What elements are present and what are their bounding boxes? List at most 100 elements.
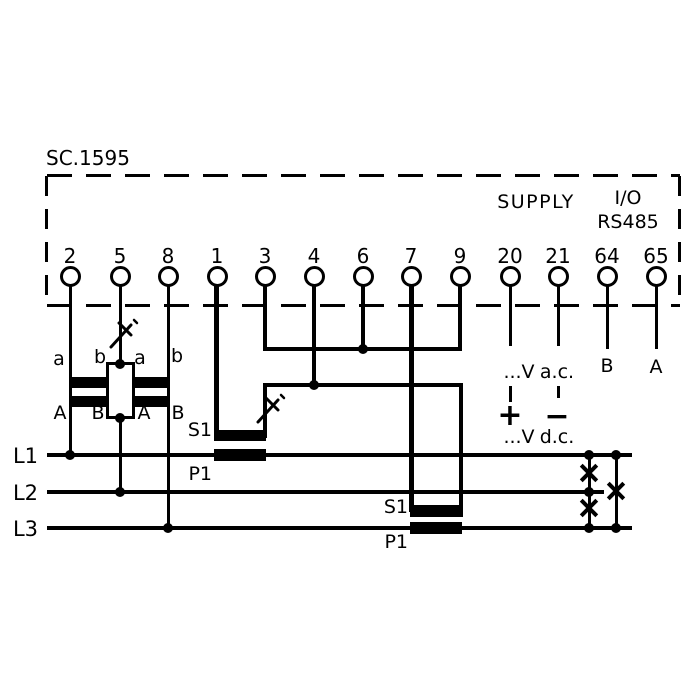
phase-l2-label: L2: [12, 481, 38, 505]
vt2-primary-a-label: A: [137, 402, 151, 424]
terminal-65-circle: [645, 266, 667, 287]
wire-terminal-1-to-ct1-s1: [214, 285, 219, 440]
ct2-p1-label: P1: [384, 531, 408, 553]
vt1-secondary-a-label: a: [53, 348, 65, 370]
vt1-primary-b-label: B: [91, 402, 105, 424]
junction-dot: [115, 359, 125, 369]
terminal-7-circle: [400, 266, 422, 287]
vt1-secondary-winding: [70, 377, 108, 388]
vt2-secondary-b-label: b: [170, 345, 184, 367]
wire-terminal-6: [361, 285, 365, 350]
terminal-64-circle: [596, 266, 618, 287]
terminal-2-circle: [59, 266, 81, 287]
wire-ct2-s2-riser: [459, 384, 463, 510]
terminal-2-number: 2: [63, 244, 77, 268]
junction-dot: [584, 487, 594, 497]
wire-terminal-7-to-ct2-s1: [408, 285, 414, 512]
terminal-65: 65: [643, 244, 669, 287]
supply-tick-20: [508, 386, 512, 402]
junction-dot: [65, 450, 75, 460]
ct1-secondary-winding: [214, 430, 266, 441]
terminal-21: 21: [545, 246, 571, 287]
terminal-64: 64: [594, 244, 620, 287]
ct2-s1-label: S1: [383, 496, 408, 518]
junction-dot: [115, 487, 125, 497]
terminal-8-number: 8: [161, 244, 175, 268]
terminal-1-circle: [206, 266, 228, 287]
vt1-primary-a-label: A: [53, 402, 67, 424]
terminal-9-circle: [449, 266, 471, 287]
terminal-5: 5: [108, 246, 132, 287]
vt2-secondary-a-label: a: [134, 347, 146, 369]
terminal-65-number: 65: [643, 244, 669, 268]
enclosure-right-edge: [678, 176, 681, 306]
terminal-6: 6: [351, 246, 375, 287]
wire-terminal-9: [458, 285, 462, 351]
wire-terminal-4: [312, 285, 316, 387]
terminal-5-circle: [109, 266, 131, 287]
vt1-primary-winding: [70, 396, 108, 407]
disconnect-link-icon: [109, 318, 139, 349]
junction-dot: [611, 523, 621, 533]
wire-terminal-8-to-l3: [166, 285, 170, 530]
junction-dot: [358, 344, 368, 354]
ct1-s1-label: S1: [187, 419, 212, 441]
ct1-p1-label: P1: [188, 463, 212, 485]
terminal-7-number: 7: [404, 244, 418, 268]
wire-terminal-21: [556, 285, 560, 346]
wire-terminal-64: [605, 285, 609, 349]
terminal-3-number: 3: [258, 244, 272, 268]
supply-ac-voltage-label: ...V: [503, 361, 535, 383]
phase-l1-label: L1: [12, 444, 38, 468]
vt2-primary-b-label: B: [171, 402, 185, 424]
vt1-secondary-b-label: b: [93, 346, 107, 368]
supply-dc-suffix-label: d.c.: [539, 426, 575, 448]
bus-ct-commons-terminal-4: [263, 383, 463, 387]
terminal-4: 4: [302, 246, 326, 287]
junction-dot: [611, 450, 621, 460]
junction-dot: [309, 380, 319, 390]
terminal-4-circle: [303, 266, 325, 287]
terminal-1: 1: [205, 246, 229, 287]
terminal-20: 20: [497, 246, 523, 287]
io-section-label: I/O: [614, 187, 642, 209]
rs485-section-label: RS485: [597, 211, 659, 233]
phase-line-l3: [47, 526, 632, 530]
supply-plus-label: +: [497, 398, 523, 433]
supply-ac-suffix-label: a.c.: [539, 361, 575, 383]
wire-terminal-2-to-l1: [68, 285, 72, 456]
ct2-secondary-winding: [410, 505, 463, 517]
supply-dc-voltage-label: ...V: [503, 426, 535, 448]
terminal-3: 3: [253, 246, 277, 287]
terminal-9: 9: [448, 246, 472, 287]
supply-minus-label: −: [544, 399, 570, 434]
wire-ct1-s2-riser: [263, 384, 267, 438]
junction-dot: [163, 523, 173, 533]
terminal-5-number: 5: [113, 244, 127, 268]
terminal-2: 2: [58, 246, 82, 287]
rs485-a-label: A: [649, 356, 663, 378]
shorting-link-x-icon: [579, 498, 599, 518]
terminal-8: 8: [156, 246, 180, 287]
supply-section-label: SUPPLY: [497, 191, 575, 213]
wire-terminal-20: [508, 285, 512, 346]
terminal-21-circle: [547, 266, 569, 287]
wire-terminal-65: [654, 285, 658, 349]
vt2-secondary-winding: [132, 377, 170, 388]
vt2-primary-winding: [132, 396, 170, 407]
model-label: SC.1595: [46, 146, 130, 170]
junction-dot: [584, 450, 594, 460]
terminal-7: 7: [399, 246, 423, 287]
terminal-64-number: 64: [594, 244, 620, 268]
disconnect-link-icon: [256, 393, 286, 424]
enclosure-top-edge: [47, 174, 680, 177]
terminal-4-number: 4: [307, 244, 321, 268]
terminal-3-circle: [254, 266, 276, 287]
shorting-link-x-icon: [579, 463, 599, 483]
phase-l3-label: L3: [12, 517, 38, 541]
shorting-link-x-icon: [606, 481, 626, 501]
junction-dot: [115, 413, 125, 423]
rs485-b-label: B: [600, 355, 614, 377]
terminal-1-number: 1: [210, 244, 224, 268]
